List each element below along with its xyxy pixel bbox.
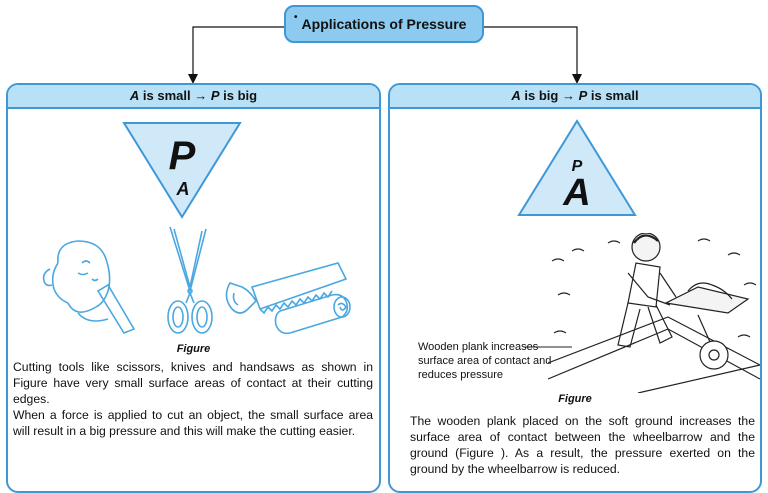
triangle-a-symbol: A — [176, 179, 190, 199]
scissors-illustration — [167, 226, 213, 334]
connector-arrows — [188, 26, 582, 84]
knife-cutting-illustration — [42, 240, 136, 334]
left-paragraph-1: Cutting tools like scissors, knives and … — [13, 360, 373, 406]
header-pressure-symbol: P — [578, 88, 588, 103]
handsaw-illustration — [225, 262, 351, 335]
figure-caption-left: Figure — [176, 343, 211, 355]
header-end-text: is small — [587, 88, 639, 103]
header-area-symbol: A — [511, 88, 521, 103]
triangle-p-symbol: P — [169, 134, 196, 178]
header-mid-text: is big → — [520, 88, 579, 103]
panel-header-right: A is big → P is small — [390, 85, 760, 109]
panel-small-area: A is small → P is big P A — [6, 83, 381, 493]
panel-header-left: A is small → P is big — [8, 85, 379, 109]
header-mid-text: is small → — [139, 88, 211, 103]
figure-caption-right: Figure — [558, 393, 592, 405]
triangle-p-symbol: P — [572, 158, 583, 175]
plank-label: Wooden plank increases surface area of c… — [418, 341, 552, 381]
pressure-triangle-inverted: P A — [122, 122, 242, 219]
right-paragraph-1: The wooden plank placed on the soft grou… — [410, 414, 755, 476]
pressure-triangle-upright: P A — [517, 119, 637, 216]
title-dot: • — [294, 12, 298, 23]
plank-label-leader — [524, 346, 572, 348]
panel-big-area: A is big → P is small P A Wooden pl — [388, 83, 762, 493]
left-body-text: Cutting tools like scissors, knives and … — [13, 359, 373, 439]
title-box: • Applications of Pressure — [284, 5, 484, 43]
header-pressure-symbol: P — [210, 88, 220, 103]
right-body-text: The wooden plank placed on the soft grou… — [410, 413, 755, 477]
wheelbarrow-plank-illustration — [548, 233, 760, 393]
page-title: Applications of Pressure — [301, 16, 467, 32]
left-paragraph-2: When a force is applied to cut an object… — [13, 408, 373, 438]
header-end-text: is big — [219, 88, 258, 103]
triangle-a-symbol: A — [562, 172, 590, 214]
header-area-symbol: A — [129, 88, 140, 103]
